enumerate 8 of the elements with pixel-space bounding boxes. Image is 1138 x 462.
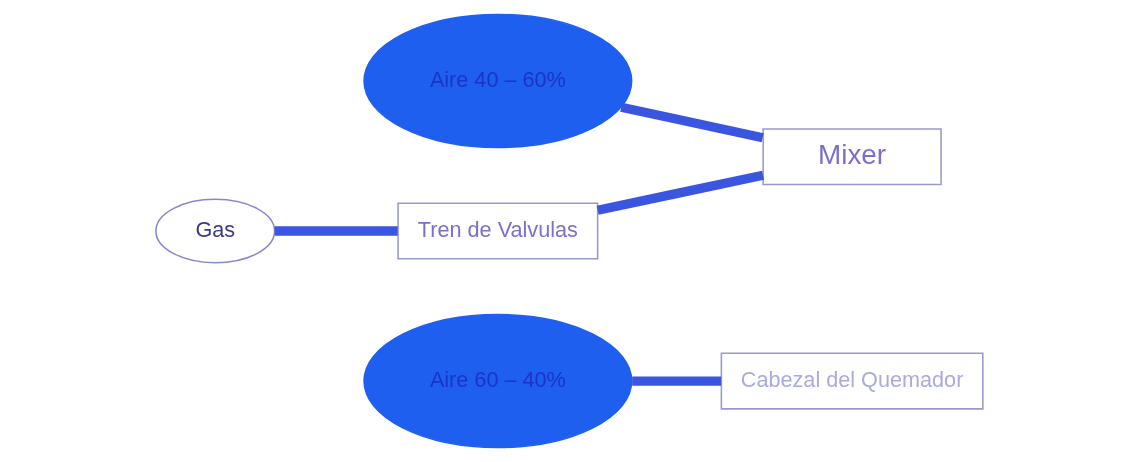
node-box: Mixer bbox=[761, 128, 942, 186]
connector bbox=[631, 376, 721, 386]
connector bbox=[274, 226, 398, 236]
node-ellipse: Gas bbox=[154, 198, 275, 264]
connector bbox=[619, 102, 764, 143]
node-box: Cabezal del Quemador bbox=[720, 352, 984, 410]
connector bbox=[596, 170, 764, 215]
node-box: Tren de Valvulas bbox=[396, 202, 598, 260]
